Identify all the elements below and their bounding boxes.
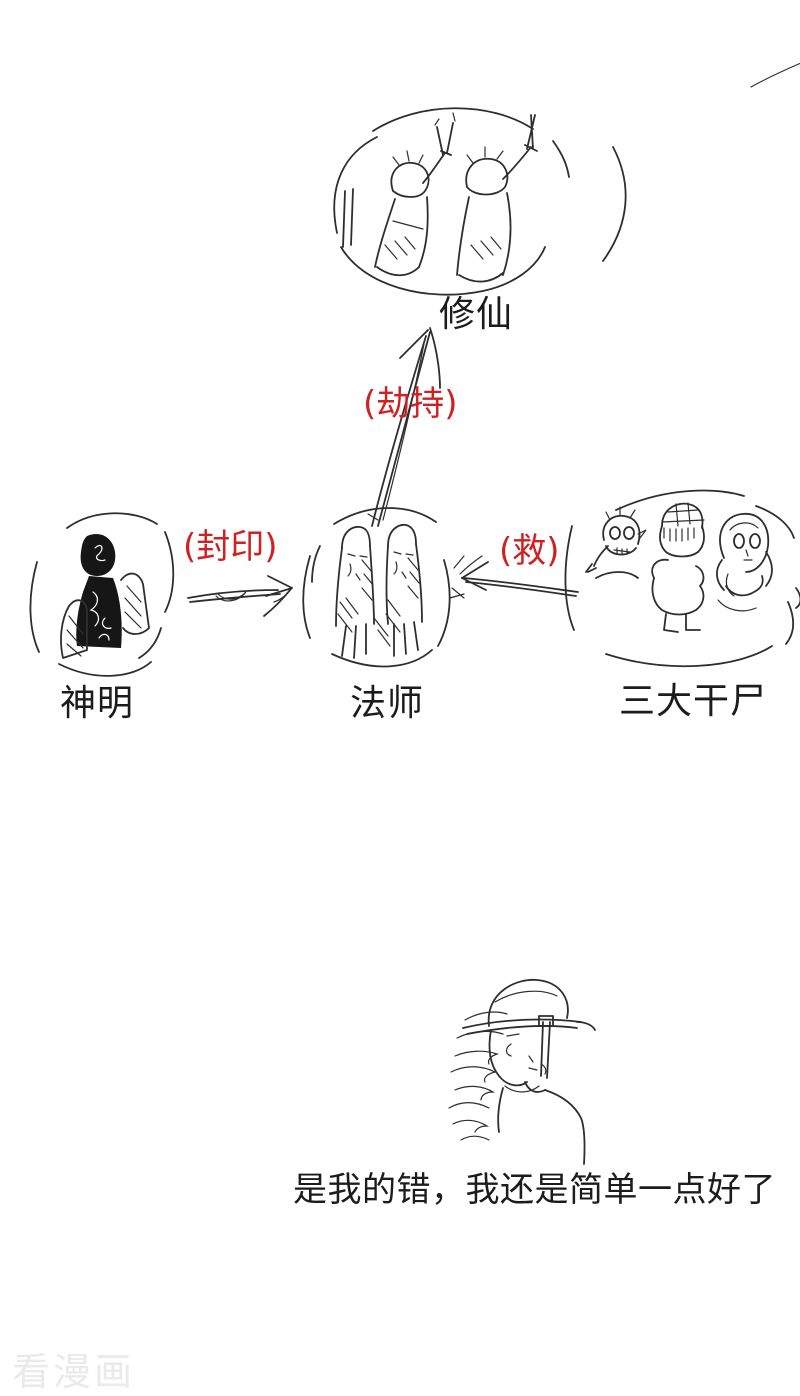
node-label-sanda-ganshi: 三大干尸 xyxy=(619,681,768,722)
hatched-attendants xyxy=(60,572,150,659)
bubble-outline xyxy=(29,512,175,677)
mages-bubble-sketch xyxy=(302,507,451,668)
cultivator-left xyxy=(342,112,456,277)
edge-label-rescue: (救) xyxy=(499,531,560,571)
mummy-three xyxy=(716,513,773,612)
deity-silhouette xyxy=(76,533,122,648)
bubble-outline xyxy=(333,107,627,296)
deity-bubble-sketch xyxy=(29,512,175,677)
edge-label-seal: (封印) xyxy=(183,527,278,567)
watermark: 看漫画 xyxy=(12,1350,136,1394)
mummy-two xyxy=(651,502,705,633)
edge-label-hijack: (劫持) xyxy=(363,384,458,424)
mummies-bubble-sketch xyxy=(564,489,800,668)
wind-scribbles xyxy=(448,1011,508,1141)
mage-right xyxy=(385,523,423,657)
cultivators-bubble-sketch xyxy=(333,107,627,296)
bubble-outline xyxy=(302,507,451,668)
node-label-fashi: 法师 xyxy=(350,683,425,724)
node-label-shenming: 神明 xyxy=(60,683,135,724)
mage-left xyxy=(335,525,375,659)
hijack-arrow xyxy=(367,327,441,527)
caption-text: 是我的错，我还是简单一点好了 xyxy=(293,1170,776,1210)
mummy-one xyxy=(585,506,647,579)
bubble-outline xyxy=(564,489,800,668)
node-label-xiuxian: 修仙 xyxy=(439,294,514,335)
seal-arrow xyxy=(187,575,293,617)
author-figure-sketch xyxy=(448,978,596,1165)
rescue-arrow xyxy=(449,555,579,599)
corner-stroke-sketch xyxy=(750,62,800,88)
cultivator-right xyxy=(456,114,538,283)
